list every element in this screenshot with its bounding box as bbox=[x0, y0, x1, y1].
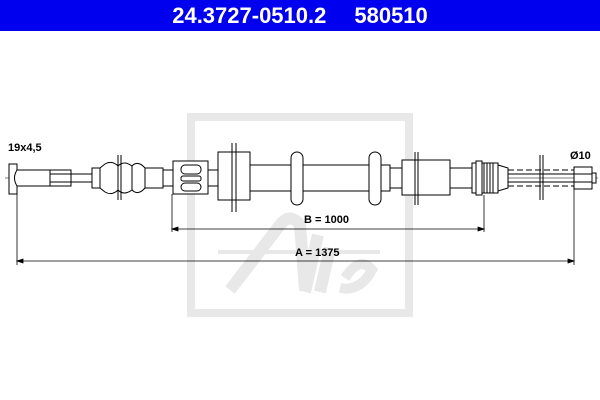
ate-watermark-logo bbox=[187, 113, 413, 317]
rubber-bellows bbox=[91, 155, 164, 200]
inner-cable bbox=[508, 155, 574, 200]
left-end-dimension-label: 19x4,5 bbox=[8, 142, 42, 154]
cable-sheath bbox=[249, 151, 391, 206]
right-end-nipple bbox=[573, 166, 597, 190]
threaded-collar bbox=[162, 160, 209, 195]
right-nut bbox=[475, 160, 509, 196]
part-number: 24.3727-0510.2 bbox=[172, 2, 327, 28]
dimension-lines bbox=[15, 189, 576, 265]
dimension-a-label: A = 1375 bbox=[295, 247, 340, 259]
reference-number: 580510 bbox=[354, 2, 428, 28]
right-end-diameter-label: Ø10 bbox=[570, 150, 591, 162]
title-bar: 24.3727-0510.2 580510 bbox=[0, 0, 600, 31]
dimension-b-label: B = 1000 bbox=[304, 214, 349, 226]
mounting-flange bbox=[207, 143, 251, 212]
left-end-fitting bbox=[8, 163, 93, 195]
